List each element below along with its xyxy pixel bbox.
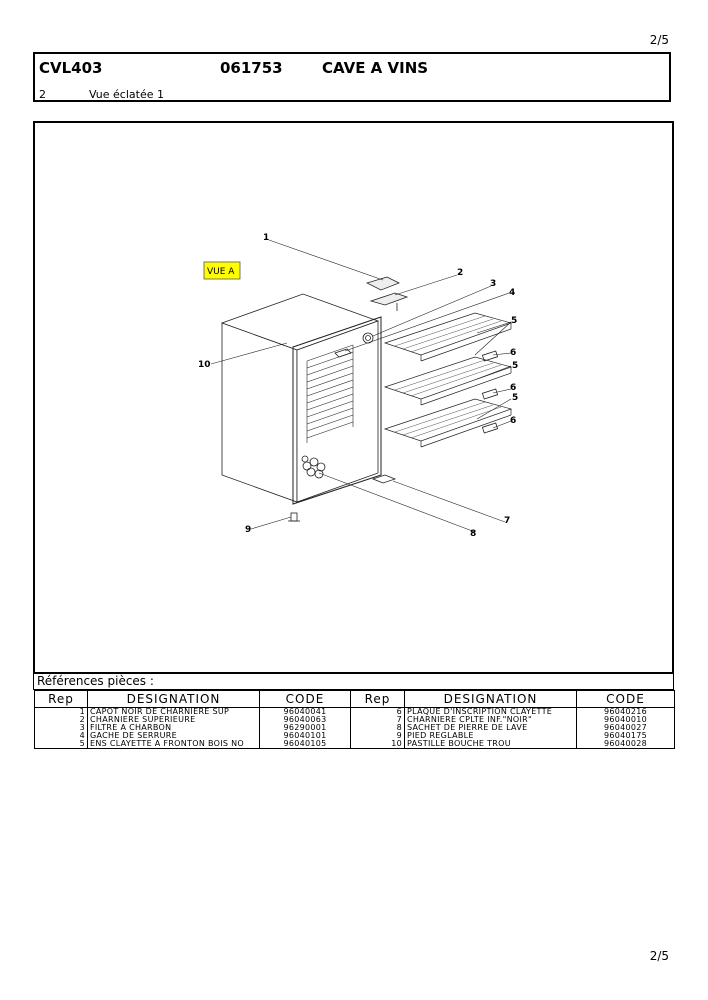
callout-7: 7: [504, 516, 510, 526]
callout-8: 8: [470, 529, 476, 539]
part-designation: SACHET DE PIERRE DE LAVE: [404, 724, 577, 732]
part-rep: 8: [350, 724, 405, 732]
callout-6: 6: [510, 383, 516, 393]
callout-4: 4: [509, 288, 515, 298]
callout-3: 3: [490, 279, 496, 289]
part-rep: 9: [350, 732, 405, 740]
part-code: 96040101: [259, 732, 351, 740]
part-designation: CHARNIERE SUPERIEURE: [87, 716, 260, 724]
view-label: VUE A: [207, 267, 235, 277]
parts-references-caption: Références pièces :: [33, 673, 674, 690]
part-designation: GACHE DE SERRURE: [87, 732, 260, 740]
part-code: 96040216: [576, 707, 675, 716]
col-header-rep: Rep: [350, 690, 405, 708]
table-row: 5 ENS CLAYETTE A FRONTON BOIS NO 9604010…: [34, 740, 675, 749]
table-row: 1 CAPOT NOIR DE CHARNIERE SUP 96040041 6…: [34, 707, 675, 716]
page-number-bottom: 2/5: [649, 949, 669, 963]
part-rep: 10: [350, 740, 405, 749]
callout-10: 10: [198, 360, 211, 370]
part-code: 96040105: [259, 740, 351, 749]
part-designation: CAPOT NOIR DE CHARNIERE SUP: [87, 707, 260, 716]
part-code: 96040063: [259, 716, 351, 724]
col-header-code: CODE: [576, 690, 675, 708]
callout-6: 6: [510, 416, 516, 426]
part-designation: PASTILLE BOUCHE TROU: [404, 740, 577, 749]
table-row: 4 GACHE DE SERRURE 96040101 9 PIED REGLA…: [34, 732, 675, 740]
part-rep: 2: [34, 716, 88, 724]
part-rep: 1: [34, 707, 88, 716]
page-number-top: 2/5: [649, 33, 669, 47]
part-designation: FILTRE A CHARBON: [87, 724, 260, 732]
section-number: 2: [39, 88, 46, 101]
lava-stone-sachet-illustration: [301, 455, 326, 479]
part-code: 96040028: [576, 740, 675, 749]
product-code: 061753: [220, 59, 283, 77]
exploded-view-illustration: VUE A: [198, 233, 518, 539]
part-rep: 3: [34, 724, 88, 732]
exploded-view-drawing: VUE A: [33, 121, 674, 674]
part-rep: 6: [350, 707, 405, 716]
part-designation: PIED REGLABLE: [404, 732, 577, 740]
document-header: CVL403 061753 CAVE A VINS 2 Vue éclatée …: [33, 52, 671, 102]
part-code: 96040010: [576, 716, 675, 724]
part-code: 96290001: [259, 724, 351, 732]
callout-9: 9: [245, 525, 251, 535]
col-header-code: CODE: [259, 690, 351, 708]
col-header-designation: DESIGNATION: [404, 690, 577, 708]
table-row: 2 CHARNIERE SUPERIEURE 96040063 7 CHARNI…: [34, 716, 675, 724]
part-designation: CHARNIERE CPLTE INF."NOIR": [404, 716, 577, 724]
parts-table: Rep DESIGNATION CODE Rep DESIGNATION COD…: [34, 690, 675, 749]
col-header-designation: DESIGNATION: [87, 690, 260, 708]
callout-1: 1: [263, 233, 269, 243]
part-designation: PLAQUE D'INSCRIPTION CLAYETTE: [404, 707, 577, 716]
part-rep: 4: [34, 732, 88, 740]
part-code: 96040027: [576, 724, 675, 732]
part-rep: 7: [350, 716, 405, 724]
product-name: CAVE A VINS: [322, 59, 429, 77]
callout-2: 2: [457, 268, 463, 278]
part-code: 96040175: [576, 732, 675, 740]
section-title: Vue éclatée 1: [89, 88, 164, 101]
callout-5: 5: [511, 316, 517, 326]
callout-5: 5: [512, 393, 518, 403]
col-header-rep: Rep: [34, 690, 88, 708]
part-rep: 5: [34, 740, 88, 749]
part-code: 96040041: [259, 707, 351, 716]
callout-6: 6: [510, 348, 516, 358]
view-label-box: [203, 261, 241, 280]
table-row: 3 FILTRE A CHARBON 96290001 8 SACHET DE …: [34, 724, 675, 732]
model-number: CVL403: [39, 59, 103, 77]
part-designation: ENS CLAYETTE A FRONTON BOIS NO: [87, 740, 260, 749]
callout-5: 5: [512, 361, 518, 371]
